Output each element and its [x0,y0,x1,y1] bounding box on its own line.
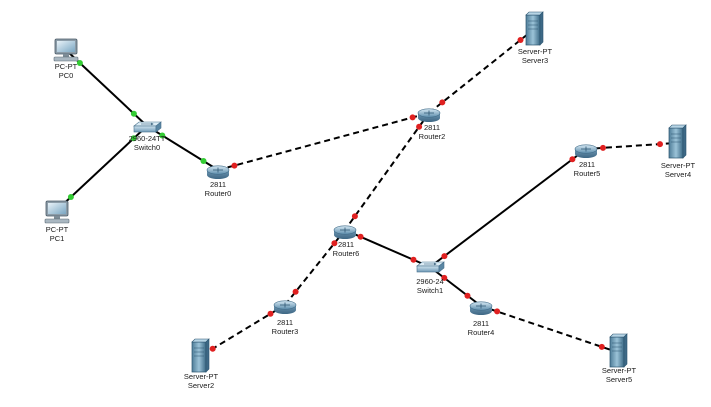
port-status-server3-down [517,37,524,43]
device-model-label: PC-PT [46,225,69,234]
device-name-label: Router3 [272,327,299,336]
router-icon [417,108,441,122]
device-router2[interactable]: 2811 Router2 [417,108,446,141]
port-status-router4-down [464,292,471,299]
port-status-router2-down [439,99,446,106]
device-router6[interactable]: 2811 Router6 [333,225,360,258]
router-icon [206,165,230,179]
link-switch1-router5[interactable] [429,148,587,268]
port-status-server4-down [657,141,663,148]
device-model-label: 2811 [473,319,489,328]
device-router5[interactable]: 2811 Router5 [574,144,601,178]
link-switch1-router4[interactable] [429,266,482,307]
link-router2-router6[interactable] [344,112,430,231]
router-icon [469,301,493,315]
link-router0-router2[interactable] [217,112,430,171]
links-layer [56,29,677,358]
switch-icon [416,261,445,273]
device-name-label: Switch1 [417,286,443,295]
device-name-label: Router5 [574,169,601,178]
ports-layer [67,37,663,352]
port-status-server2-down [209,345,216,352]
device-router3[interactable]: 2811 Router3 [272,300,299,336]
device-name-label: PC0 [59,71,74,80]
link-router2-server3[interactable] [428,29,534,114]
device-name-label: Router2 [419,132,446,141]
device-model-label: 2960-24 [416,277,444,286]
device-server4[interactable]: Server-PT Server4 [661,124,696,179]
switch-icon [133,121,162,133]
port-status-pc1-up [67,194,74,200]
device-model-label: Server-PT [661,161,696,170]
router-icon [273,300,297,314]
device-server5[interactable]: Server-PT Server5 [602,333,637,384]
device-name-label: PC1 [50,234,65,243]
link-switch0-router0[interactable] [146,125,219,171]
device-server3[interactable]: Server-PT Server3 [518,11,553,65]
pc-icon [44,200,70,224]
device-model-label: 2811 [338,240,354,249]
port-status-router5-down [600,144,606,151]
device-pc1[interactable]: PC-PT PC1 [44,200,70,243]
device-model-label: 2960-24TT [129,134,166,143]
device-name-label: Server5 [606,375,632,384]
port-status-router0-up [200,158,207,164]
device-router4[interactable]: 2811 Router4 [468,301,495,337]
server-icon [191,338,210,373]
port-status-router4-down [494,308,501,315]
port-status-pc0-up [76,60,83,66]
port-status-router0-down [231,162,238,169]
port-status-router5-down [569,156,576,163]
device-model-label: Server-PT [602,366,637,375]
device-server2[interactable]: Server-PT Server2 [184,338,219,390]
port-status-router6-down [357,233,364,240]
server-icon [668,124,687,159]
port-status-switch0-up [130,110,137,117]
device-name-label: Router6 [333,249,360,258]
port-status-switch1-down [441,274,448,281]
port-status-switch1-down [441,253,448,260]
device-router0[interactable]: 2811 Router0 [205,165,232,198]
port-status-router6-down [351,213,358,220]
port-status-switch1-down [410,256,417,263]
device-switch0[interactable]: 2960-24TT Switch0 [129,121,166,152]
port-status-router3-down [267,310,274,317]
device-name-label: Switch0 [134,143,160,152]
device-switch1[interactable]: 2960-24 Switch1 [416,261,445,295]
device-name-label: Server3 [522,56,548,65]
port-status-router2-down [409,114,416,121]
server-icon [609,333,628,368]
link-router4-server5[interactable] [480,305,618,353]
device-model-label: Server-PT [518,47,553,56]
device-name-label: Router0 [205,189,232,198]
device-model-label: 2811 [277,318,293,327]
device-name-label: Server2 [188,381,214,390]
device-pc0[interactable]: PC-PT PC0 [53,38,79,80]
server-icon [525,11,544,46]
port-status-switch0-up [130,135,137,142]
device-name-label: Router4 [468,328,495,337]
device-model-label: PC-PT [55,62,78,71]
port-status-router6-down [331,240,338,247]
device-name-label: Server4 [665,170,691,179]
port-status-router2-down [416,123,423,130]
device-model-label: Server-PT [184,372,219,381]
port-status-switch0-up [159,132,166,139]
pc-icon [53,38,79,62]
device-model-label: 2811 [210,180,226,189]
port-status-router3-down [292,288,299,295]
router-icon [333,225,357,239]
device-model-label: 2811 [579,160,595,169]
device-model-label: 2811 [424,123,440,132]
router-icon [574,144,598,158]
port-status-server5-down [598,343,605,350]
